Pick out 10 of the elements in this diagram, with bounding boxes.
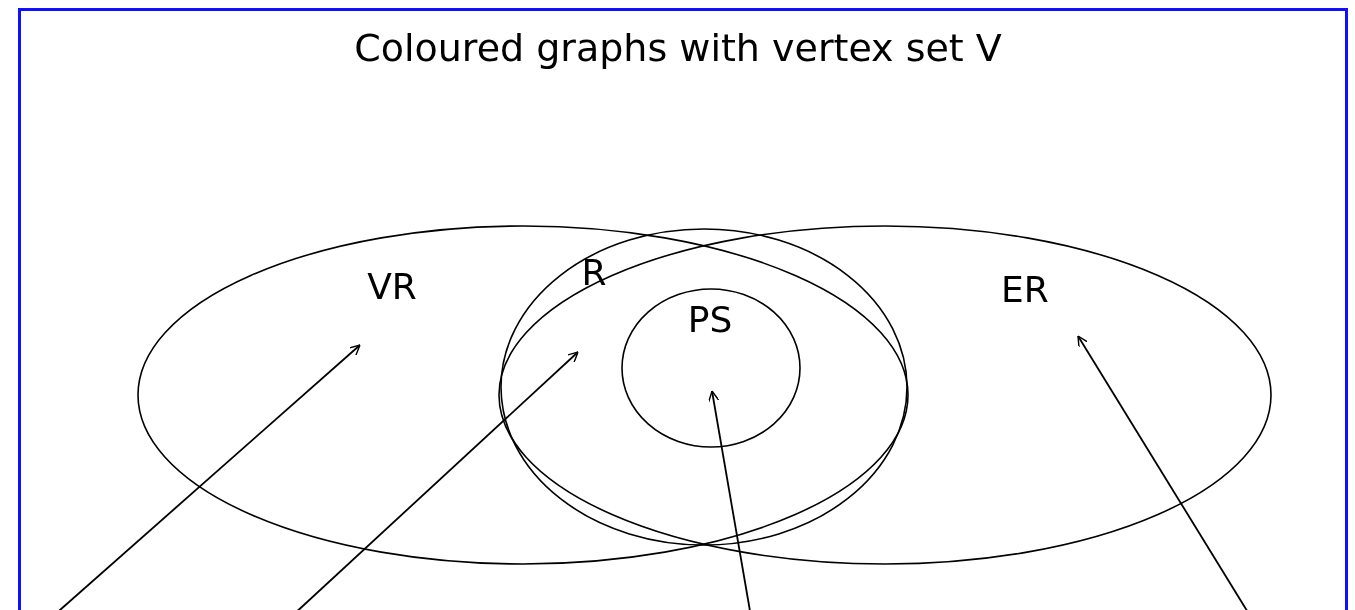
subset-ellipse [500, 228, 908, 546]
frame-label: Coloured graphs with vertex set V [354, 29, 1002, 67]
set-label: ER [1001, 272, 1049, 308]
diagram-frame [18, 8, 1348, 610]
set-ellipse [137, 225, 909, 565]
set-ellipse [498, 225, 1272, 565]
set-label: PS [687, 302, 733, 338]
set-label: VR [367, 269, 417, 305]
set-label: R [581, 255, 607, 291]
subset-circle [621, 288, 801, 448]
